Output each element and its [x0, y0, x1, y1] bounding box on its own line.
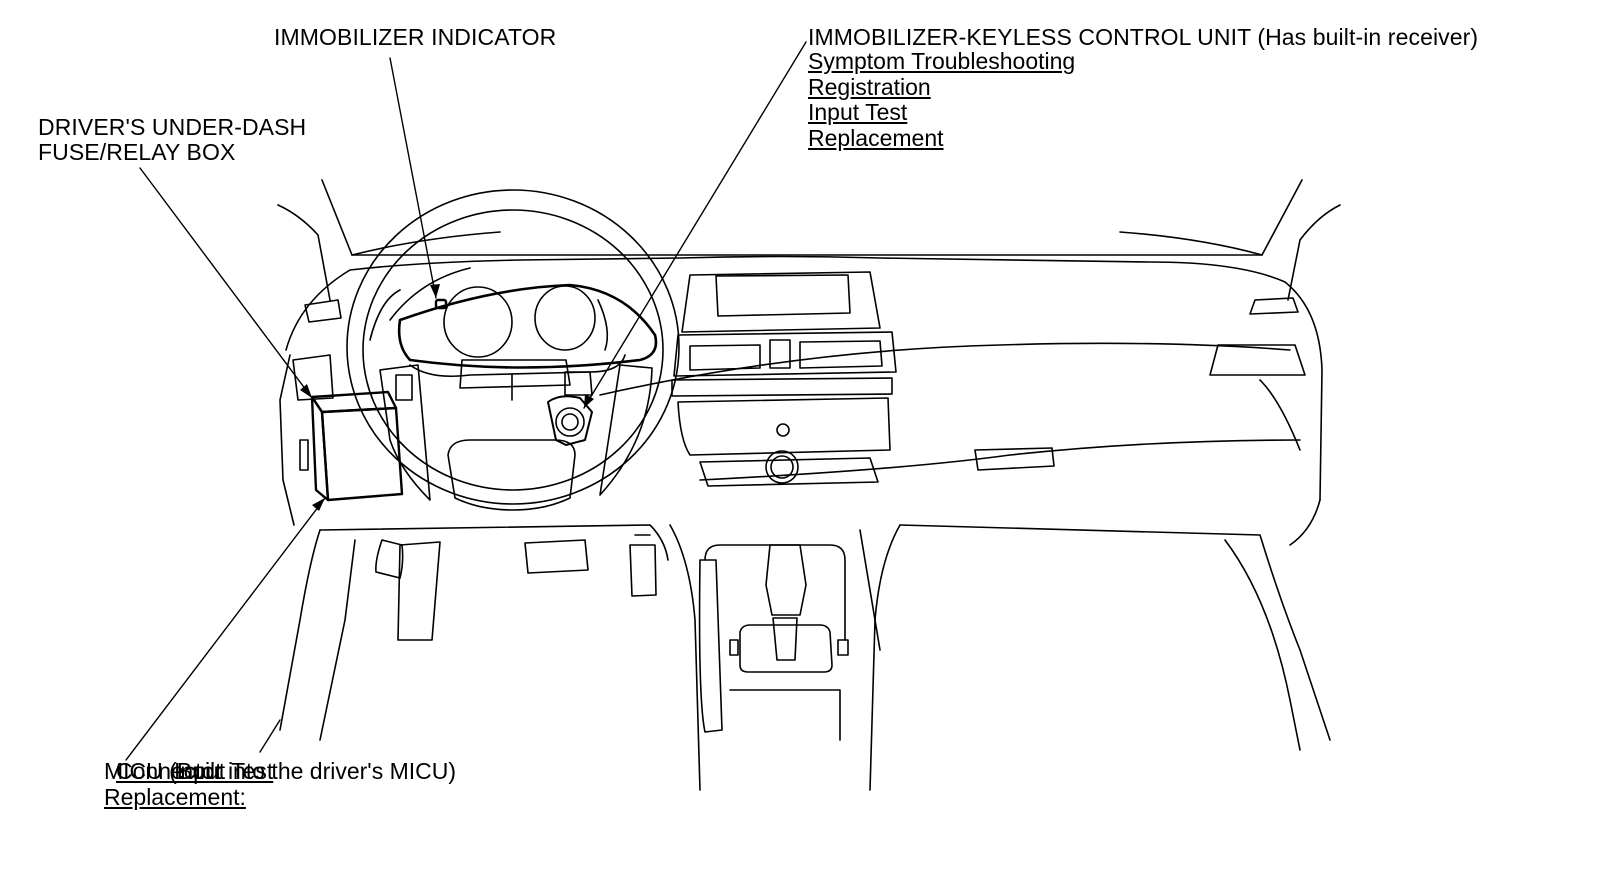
link-registration[interactable]: Registration: [808, 73, 931, 100]
arrow-micu: [312, 498, 325, 511]
leader-immobilizer-indicator: [389, 57, 437, 299]
micu-replacement-link[interactable]: Replacement:: [104, 784, 246, 810]
fuse-box-label-line1: DRIVER'S UNDER-DASH: [38, 114, 307, 140]
micu-connector-link[interactable]: Connector: [116, 758, 223, 784]
leader-micu-2: [259, 719, 281, 753]
dashboard-outline: [279, 255, 1323, 546]
link-replacement[interactable]: Replacement: [808, 124, 944, 151]
link-input-test[interactable]: Input Test: [808, 99, 908, 125]
micu-label-group: Connector Input Test MICU (Built into th…: [104, 758, 584, 818]
steering-wheel: [346, 189, 680, 511]
center-console: [669, 524, 901, 791]
center-stack: [671, 271, 897, 487]
fuse-box-label-line2: FUSE/RELAY BOX: [38, 139, 236, 165]
control-unit-title: IMMOBILIZER-KEYLESS CONTROL UNIT (Has bu…: [808, 24, 1479, 50]
micu-title: MICU (Built into the driver's MICU): [104, 758, 457, 784]
floor-area: [279, 524, 1331, 751]
link-symptom-troubleshooting[interactable]: Symptom Troubleshooting: [808, 48, 1076, 74]
control-unit-links: Symptom Troubleshooting Registration Inp…: [808, 48, 1076, 151]
arrow-fuse-box: [300, 384, 312, 398]
leader-control-unit: [583, 41, 807, 409]
arrow-control-unit: [584, 394, 594, 408]
arrowheads: [300, 284, 594, 511]
micu-input-test-link[interactable]: Input Test: [174, 758, 274, 784]
arrow-immobilizer-indicator: [430, 284, 440, 298]
leader-micu: [125, 497, 326, 761]
fuse-relay-box: [310, 390, 404, 502]
leader-fuse-box: [139, 167, 313, 399]
leader-lines: [125, 41, 807, 761]
windshield-frame: [277, 179, 1341, 301]
immobilizer-indicator-label: IMMOBILIZER INDICATOR: [274, 24, 557, 50]
